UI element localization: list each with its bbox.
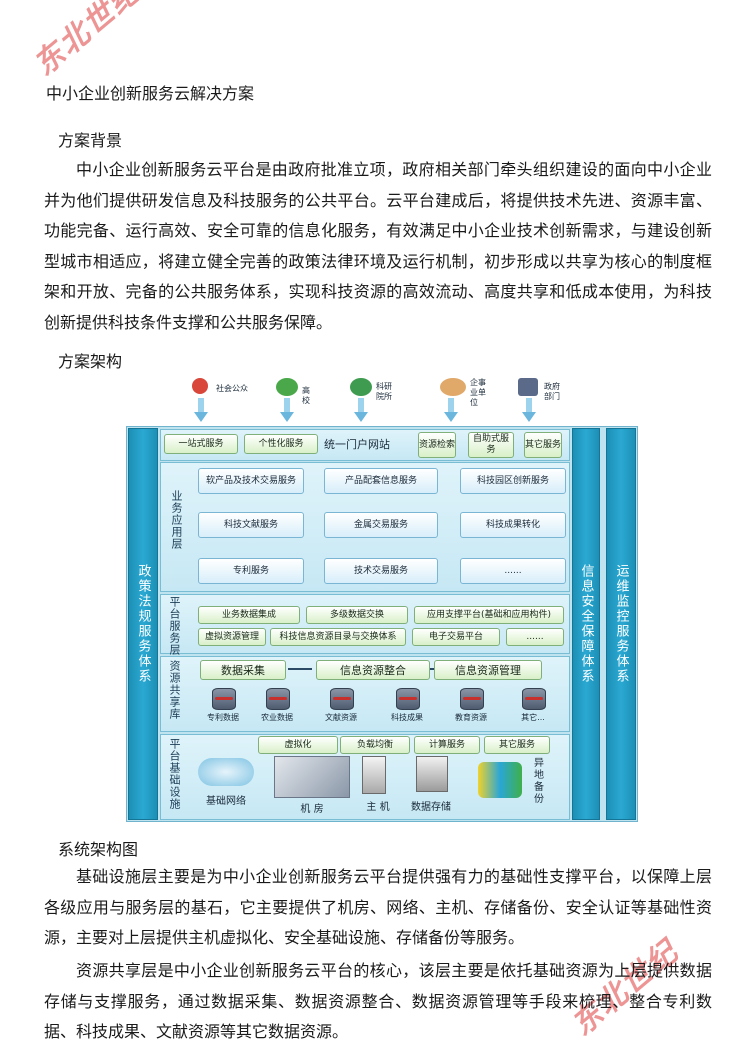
database-icon — [460, 688, 484, 710]
infra-service: 计算服务 — [414, 736, 480, 754]
resource-paragraph: 资源共享层是中小企业创新服务云平台的核心，该层主要是依托基础资源为上层提供数据存… — [44, 961, 712, 1041]
infra-label: 机 房 — [300, 804, 324, 815]
portal-item: 其它服务 — [524, 432, 562, 458]
person-icon — [192, 378, 208, 394]
business-item: ...... — [460, 558, 566, 584]
server-room-icon — [274, 756, 350, 798]
resource-layer-label: 资源共享库 — [168, 660, 181, 720]
platform-item: 电子交易平台 — [412, 628, 500, 646]
infra-service: 其它服务 — [484, 736, 550, 754]
group-icon — [276, 378, 298, 396]
business-item: 金属交易服务 — [324, 512, 438, 538]
platform-item: 业务数据集成 — [198, 606, 300, 624]
actor-label: 政府部门 — [544, 382, 560, 401]
database-icon — [266, 688, 290, 710]
platform-item: 应用支撑平台(基础和应用构件) — [414, 606, 564, 624]
platform-item: 虚拟资源管理 — [198, 628, 266, 646]
infra-label: 数据存储 — [411, 802, 451, 813]
business-item: 技术交易服务 — [324, 558, 438, 584]
portal-center-label: 统一门户网站 — [324, 438, 390, 451]
flow-item: 数据采集 — [200, 660, 286, 680]
platform-layer-label: 平台服务层 — [168, 596, 181, 656]
database-icon — [522, 688, 546, 710]
heading-architecture: 方案架构 — [58, 352, 123, 371]
portal-item: 资源检索 — [418, 432, 456, 458]
group-icon — [350, 378, 372, 396]
business-item: 科技园区创新服务 — [460, 468, 566, 494]
policy-system-bar: 政策法规服务体系 — [128, 428, 158, 820]
computer-user-icon — [518, 378, 538, 396]
infra-layer-label: 平台基础设施 — [168, 738, 181, 810]
portal-item: 一站式服务 — [164, 434, 238, 454]
business-item: 科技文献服务 — [198, 512, 304, 538]
infra-label: 基础网络 — [206, 796, 246, 807]
actor-label: 企事业单位 — [470, 378, 486, 407]
ops-monitor-bar: 运维监控服务体系 — [606, 428, 636, 820]
storage-icon — [416, 756, 448, 792]
portal-item: 自助式服务 — [468, 432, 514, 458]
business-item: 产品配套信息服务 — [324, 468, 438, 494]
actor-label: 科研院所 — [376, 382, 392, 401]
flow-item: 信息资源整合 — [316, 660, 430, 680]
flow-item: 信息资源管理 — [434, 660, 542, 680]
db-label: 科技成果 — [391, 713, 423, 722]
cloud-icon — [198, 758, 254, 786]
heading-background: 方案背景 — [58, 131, 123, 150]
infra-service: 负载均衡 — [340, 736, 410, 754]
db-label: 农业数据 — [261, 713, 293, 722]
platform-item: ...... — [506, 628, 564, 646]
infra-label: 异地备份 — [534, 758, 544, 805]
host-server-icon — [362, 756, 386, 794]
db-label: 其它... — [521, 713, 545, 722]
platform-item: 多级数据交换 — [306, 606, 408, 624]
db-label: 文献资源 — [325, 713, 357, 722]
business-item: 软产品及技术交易服务 — [198, 468, 304, 494]
people-icon — [440, 378, 466, 396]
portal-item: 个性化服务 — [244, 434, 318, 454]
infra-service: 虚拟化 — [258, 736, 338, 754]
watermark-top-left: 东北世纪 — [27, 0, 148, 83]
business-item: 科技成果转化 — [460, 512, 566, 538]
architecture-diagram: 社会公众 高校 科研院所 企事业单位 政府部门 政策法规服务体系 信息安全保障体… — [126, 372, 638, 822]
business-layer-label: 业务应用层 — [170, 490, 183, 550]
doc-title: 中小企业创新服务云解决方案 — [46, 84, 255, 103]
db-label: 专利数据 — [207, 713, 239, 722]
arrow-icon — [288, 668, 312, 670]
database-icon — [212, 688, 236, 710]
figure-caption: 系统架构图 — [58, 840, 139, 859]
backup-drums-icon — [478, 762, 522, 798]
security-system-bar: 信息安全保障体系 — [572, 428, 600, 820]
infra-paragraph: 基础设施层主要是为中小企业创新服务云平台提供强有力的基础性支撑平台，以保障上层各… — [44, 867, 712, 947]
database-icon — [396, 688, 420, 710]
database-icon — [330, 688, 354, 710]
background-paragraph: 中小企业创新服务云平台是由政府批准立项，政府相关部门牵头组织建设的面向中小企业并… — [44, 160, 712, 332]
platform-item: 科技信息资源目录与交换体系 — [270, 628, 406, 646]
business-item: 专利服务 — [198, 558, 304, 584]
actor-label: 高校 — [302, 386, 310, 405]
infra-label: 主 机 — [366, 802, 390, 813]
db-label: 教育资源 — [455, 713, 487, 722]
actor-label: 社会公众 — [216, 384, 248, 393]
